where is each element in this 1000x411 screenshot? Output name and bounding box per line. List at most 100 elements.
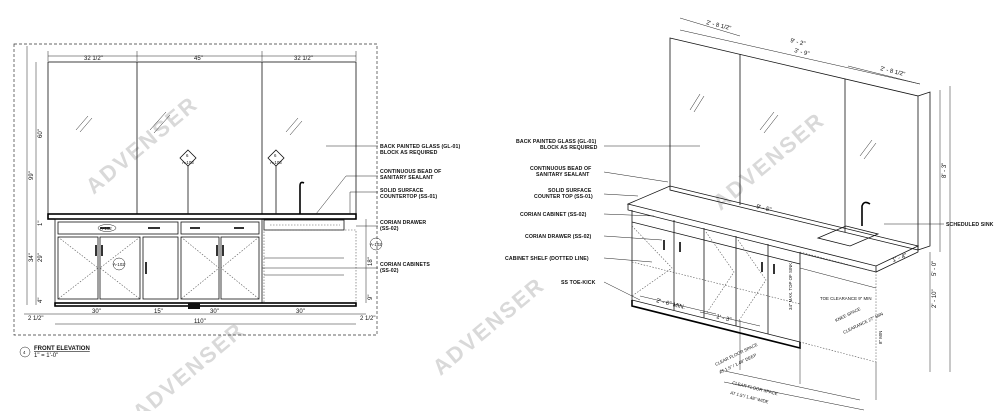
drawing-title: 4 FRONT ELEVATION 1" = 1'-0"	[19, 346, 90, 359]
knee-space	[263, 229, 357, 304]
watermark: ADVENSER	[428, 272, 550, 380]
top-dim-center: 45"	[194, 56, 203, 62]
countertop	[47, 213, 357, 220]
svg-text:A-103: A-103	[270, 160, 282, 165]
iso-label-toekick: SS TOE-KICK	[561, 280, 596, 286]
iso-counter-dim: 9' - 5"	[756, 204, 772, 214]
iso-toe-kick	[631, 300, 801, 350]
watermark: ADVENSER	[128, 317, 250, 411]
iso-faucet	[861, 201, 871, 226]
iso-label-counter-2: COUNTER TOP (SS-01)	[534, 194, 593, 200]
cabinet-tag: A-102	[112, 257, 125, 271]
iso-label-shelf: CABINET SHELF (DOTTED LINE)	[505, 256, 589, 262]
dim-toe-clearance: 9"	[368, 295, 374, 300]
iso-label-drawer: CORIAN DRAWER (SS-02)	[525, 234, 592, 240]
iso-top-dim: 2' - 8 1/2"	[880, 66, 906, 78]
iso-note: 34" MAX. TOP OF SINK	[788, 263, 793, 310]
section-tag-right: 6 A-103	[267, 149, 285, 214]
faucet	[299, 181, 305, 214]
cabinet-run	[54, 218, 263, 304]
iso-sink	[816, 225, 880, 247]
iso-note: 8" MIN	[878, 331, 883, 344]
door-swing-lines	[57, 236, 260, 300]
front-elevation: 32 1/2" 45" 32 1/2" 60" 99" 1" 29" 34" 4…	[13, 43, 460, 359]
iso-label-sealant-2: SANITARY SEALANT	[536, 172, 590, 178]
title-scale: 1" = 1'-0"	[34, 353, 58, 359]
label-cabinets-2: (SS-02)	[380, 268, 399, 274]
toe-kick-block	[188, 303, 200, 309]
svg-text:A-102: A-102	[113, 262, 125, 267]
section-tag-left: 6 A-103	[179, 149, 197, 214]
svg-text:6: 6	[186, 153, 189, 158]
iso-door-swings	[631, 225, 801, 323]
svg-text:A-102: A-102	[100, 226, 112, 231]
bottom-dim: 30"	[296, 309, 305, 315]
label-drawer-2: (SS-02)	[380, 226, 399, 232]
iso-label-counter-1: SOLID SURFACE	[548, 188, 592, 194]
iso-countertop	[626, 185, 920, 267]
iso-floor-dim: 1' - 4"	[892, 253, 908, 264]
drawer-tag: A-102	[97, 224, 117, 232]
iso-label-glass-1: BACK PAINTED GLASS (GL-01)	[516, 139, 596, 145]
iso-label-cabinet: CORIAN CABINET (SS-02)	[520, 212, 587, 218]
cabinet-door	[99, 236, 141, 300]
iso-label-sealant-1: CONTINUOUS BEAD OF	[530, 166, 591, 172]
svg-text:A-102: A-102	[370, 242, 382, 247]
iso-note: KNEE SPACE	[834, 306, 861, 323]
bottom-dim: 2 1/2"	[360, 316, 375, 322]
cabinet-door	[220, 236, 260, 300]
title-text: FRONT ELEVATION	[34, 346, 90, 352]
svg-text:4: 4	[23, 350, 26, 355]
label-glass-1: BACK PAINTED GLASS (GL-01)	[380, 144, 460, 150]
drawer-left	[57, 221, 179, 235]
svg-text:A-103: A-103	[182, 160, 194, 165]
dim-knee-height: 18"	[368, 257, 374, 266]
cabinet-door	[142, 236, 179, 300]
overall-width-dim: 110"	[194, 319, 206, 325]
bottom-dim: 2 1/2"	[28, 316, 43, 322]
toe-kick	[54, 302, 357, 307]
dim-glass-height: 60"	[38, 129, 44, 138]
isometric-view: 2' - 8 1/2" 3' - 9" 9' - 2" 2' - 8 1/2"	[505, 17, 994, 411]
cabinet-door	[57, 236, 99, 300]
iso-top-dim: 9' - 2"	[790, 38, 806, 48]
iso-glass-reflections	[689, 93, 877, 160]
label-drawer-1: CORIAN DRAWER	[380, 220, 426, 226]
dim-cabinet-height: 29"	[38, 253, 44, 262]
iso-knee-space	[799, 251, 877, 363]
bottom-dim: 15"	[154, 309, 163, 315]
iso-top-dim: 3' - 9"	[794, 48, 810, 58]
watermark: ADVENSER	[708, 107, 830, 215]
iso-labels: BACK PAINTED GLASS (GL-01) BLOCK AS REQU…	[505, 139, 700, 301]
glass-reflections	[75, 111, 303, 136]
top-dim-right: 32 1/2"	[294, 56, 313, 62]
iso-label-sink: SCHEDULED SINK	[946, 222, 994, 228]
drawer-right	[180, 221, 260, 235]
iso-top-dim: 2' - 8 1/2"	[706, 20, 732, 32]
bottom-dim: 30"	[210, 309, 219, 315]
iso-note: TOE CLEARANCE 9" MIN	[820, 296, 872, 301]
label-sealant-2: SANITARY SEALANT	[380, 175, 434, 181]
cabinet-door	[180, 236, 220, 300]
iso-right-dim: 8' - 3"	[942, 163, 948, 178]
dim-overall-height: 99"	[29, 171, 35, 180]
iso-right-dim: 2' - 10"	[932, 289, 938, 308]
label-counter-2: COUNTERTOP (SS-01)	[380, 194, 437, 200]
dim-toe-kick: 4"	[38, 298, 44, 303]
label-counter-1: SOLID SURFACE	[380, 188, 424, 194]
watermark: ADVENSER	[81, 91, 203, 199]
iso-cabinet-front	[631, 210, 801, 343]
elevation-border	[13, 43, 378, 336]
callout-tag: A-102	[369, 237, 382, 251]
bottom-dim: 30"	[92, 309, 101, 315]
svg-text:6: 6	[274, 153, 277, 158]
iso-label-glass-2: BLOCK AS REQUIRED	[540, 145, 598, 151]
iso-floor-dim: 1' - 3"	[716, 314, 732, 324]
dim-counter-thickness: 1"	[38, 221, 44, 226]
label-glass-2: BLOCK AS REQUIRED	[380, 150, 438, 156]
top-dim-left: 32 1/2"	[84, 56, 103, 62]
iso-right-dim: 5' - 0"	[932, 261, 938, 276]
label-sealant-1: CONTINUOUS BEAD OF	[380, 169, 441, 175]
iso-floor-dim: 2' - 6" MIN.	[656, 298, 687, 311]
